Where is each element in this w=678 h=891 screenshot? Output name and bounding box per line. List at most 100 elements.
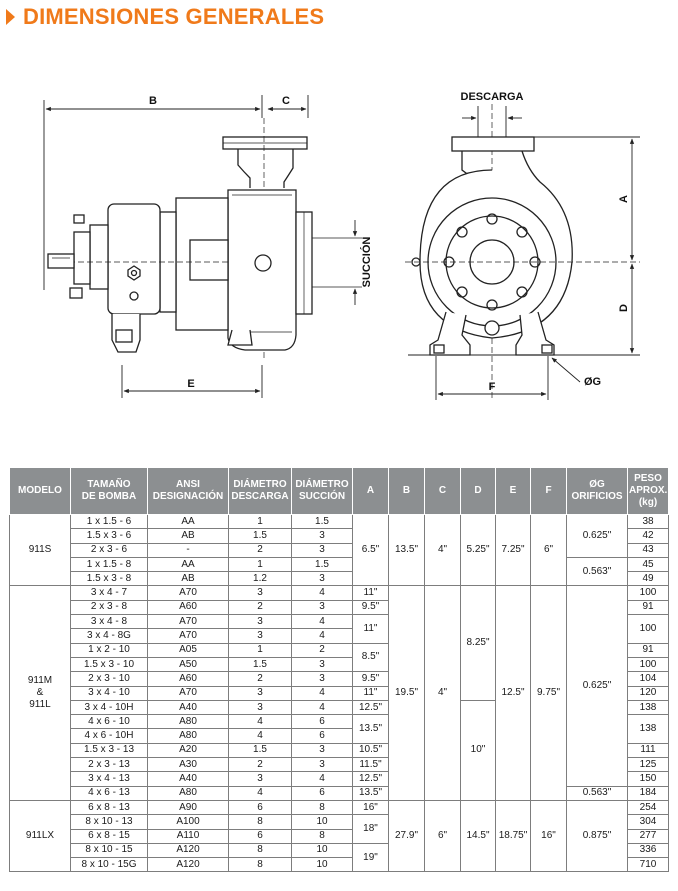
cell-d: 10"	[460, 699, 496, 801]
cell-diametro-succion: 4	[291, 585, 353, 601]
cell-ansi: AB	[147, 528, 229, 544]
cell-diametro-descarga: 3	[228, 699, 292, 716]
cell-peso: 184	[627, 785, 669, 801]
cell-ansi: A70	[147, 614, 229, 630]
cell-diametro-descarga: 8	[228, 842, 292, 859]
cell-ansi: A80	[147, 785, 229, 801]
cell-a: 9.5"	[352, 599, 389, 616]
col-f: F	[530, 467, 567, 515]
cell-diametro-succion: 4	[291, 614, 353, 630]
col-e: E	[495, 467, 531, 515]
cell-a: 9.5"	[352, 671, 389, 687]
cell-diametro-succion: 10	[291, 857, 353, 873]
cell-tamano: 2 x 3 - 8	[70, 599, 148, 616]
cell-diametro-succion: 8	[291, 799, 353, 816]
cell-ansi: A40	[147, 699, 229, 716]
cell-tamano: 2 x 3 - 10	[70, 671, 148, 687]
cell-a: 12.5"	[352, 699, 389, 716]
cell-peso: 138	[627, 714, 669, 744]
cell-diametro-succion: 4	[291, 628, 353, 644]
cell-ansi: A70	[147, 585, 229, 601]
cell-diametro-succion: 6	[291, 714, 353, 730]
cell-tamano: 8 x 10 - 13	[70, 814, 148, 830]
cell-tamano: 1.5 x 3 - 10	[70, 656, 148, 673]
cell-ansi: A60	[147, 599, 229, 616]
cell-diametro-descarga: 4	[228, 785, 292, 801]
cell-diametro-succion: 1.5	[291, 556, 353, 573]
cell-ansi: A70	[147, 685, 229, 701]
model-name: 911S	[28, 544, 52, 556]
cell-a: 13.5"	[352, 714, 389, 744]
cell-tamano: 6 x 8 - 15	[70, 828, 148, 844]
dim-d-label: D	[618, 304, 630, 312]
cell-diametro-descarga: 8	[228, 857, 292, 873]
cell-a: 13.5"	[352, 785, 389, 801]
cell-diametro-descarga: 4	[228, 728, 292, 744]
cell-peso: 336	[627, 842, 669, 859]
cell-peso: 42	[627, 528, 669, 544]
cell-tamano: 3 x 4 - 13	[70, 771, 148, 787]
cell-peso: 304	[627, 814, 669, 830]
cell-e: 18.75"	[495, 799, 531, 873]
cell-diametro-succion: 3	[291, 742, 353, 759]
cell-diametro-succion: 4	[291, 685, 353, 701]
suction-label: SUCCIÓN	[360, 237, 373, 288]
cell-a: 11.5"	[352, 757, 389, 773]
model-name: 911L	[29, 699, 51, 711]
cell-peso: 43	[627, 542, 669, 558]
cell-a: 10.5"	[352, 742, 389, 759]
cell-peso: 104	[627, 671, 669, 687]
cell-peso: 138	[627, 699, 669, 716]
dim-e-label: E	[187, 378, 194, 390]
cell-tamano: 8 x 10 - 15G	[70, 857, 148, 873]
cell-diametro-descarga: 6	[228, 799, 292, 816]
cell-tamano: 4 x 6 - 10	[70, 714, 148, 730]
cell-diametro-descarga: 8	[228, 814, 292, 830]
cell-peso: 45	[627, 556, 669, 573]
cell-tamano: 1 x 2 - 10	[70, 642, 148, 658]
cell-tamano: 1.5 x 3 - 13	[70, 742, 148, 759]
cell-a: 11"	[352, 614, 389, 644]
col-modelo: MODELO	[9, 467, 71, 515]
section-title: DIMENSIONES GENERALES	[23, 4, 325, 29]
cell-peso: 91	[627, 642, 669, 658]
cell-e: 7.25"	[495, 513, 531, 587]
cell-diametro-descarga: 3	[228, 614, 292, 630]
dim-f-label: F	[489, 381, 496, 393]
cell-e: 12.5"	[495, 585, 531, 801]
cell-diametro-descarga: 2	[228, 599, 292, 616]
cell-diametro-succion: 8	[291, 828, 353, 844]
cell-a: 8.5"	[352, 642, 389, 673]
cell-diametro-descarga: 3	[228, 771, 292, 787]
cell-ansi: A70	[147, 628, 229, 644]
cell-ansi: A80	[147, 728, 229, 744]
cell-g-orificios: 0.625"	[566, 514, 628, 558]
cell-g-orificios: 0.875"	[566, 799, 628, 873]
cell-d: 5.25"	[460, 513, 496, 587]
model-name: &	[36, 687, 44, 699]
cell-ansi: A05	[147, 642, 229, 658]
cell-tamano: 2 x 3 - 6	[70, 542, 148, 558]
cell-diametro-succion: 4	[291, 771, 353, 787]
col-b: B	[388, 467, 425, 515]
cell-diametro-succion: 3	[291, 542, 353, 558]
cell-diametro-descarga: 4	[228, 714, 292, 730]
cell-ansi: A50	[147, 656, 229, 673]
cell-peso: 100	[627, 656, 669, 673]
cell-f: 16"	[530, 799, 567, 873]
cell-diametro-descarga: 1	[228, 556, 292, 573]
cell-diametro-descarga: 1.5	[228, 742, 292, 759]
cell-modelo: 911LX	[9, 799, 71, 873]
